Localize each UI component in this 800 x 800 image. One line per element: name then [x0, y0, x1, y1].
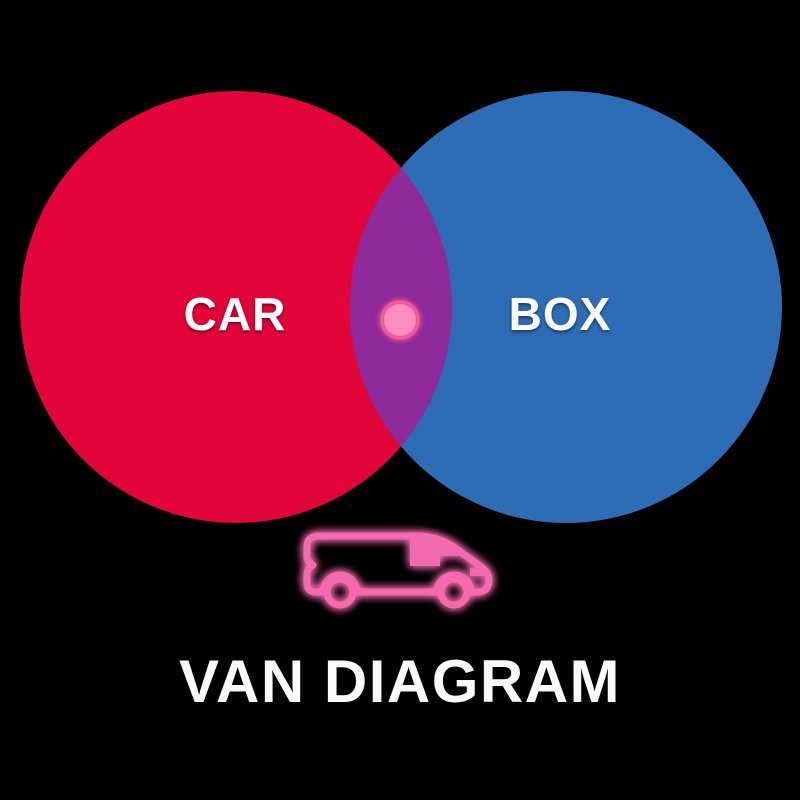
venn-circle-car[interactable]: [20, 91, 452, 523]
page-title: VAN DIAGRAM: [178, 648, 622, 715]
venn-label-car: CAR: [183, 288, 287, 340]
venn-circle-box[interactable]: [350, 91, 782, 523]
intersection-marker-dot-core: [384, 304, 416, 336]
van-icon[interactable]: [303, 532, 493, 609]
van-front-wheel: [437, 575, 471, 609]
van-rear-wheel: [323, 575, 357, 609]
van-front-light: [470, 568, 484, 576]
venn-label-box: BOX: [508, 288, 612, 340]
van-body-outline: [303, 532, 493, 596]
van-window: [410, 540, 459, 566]
